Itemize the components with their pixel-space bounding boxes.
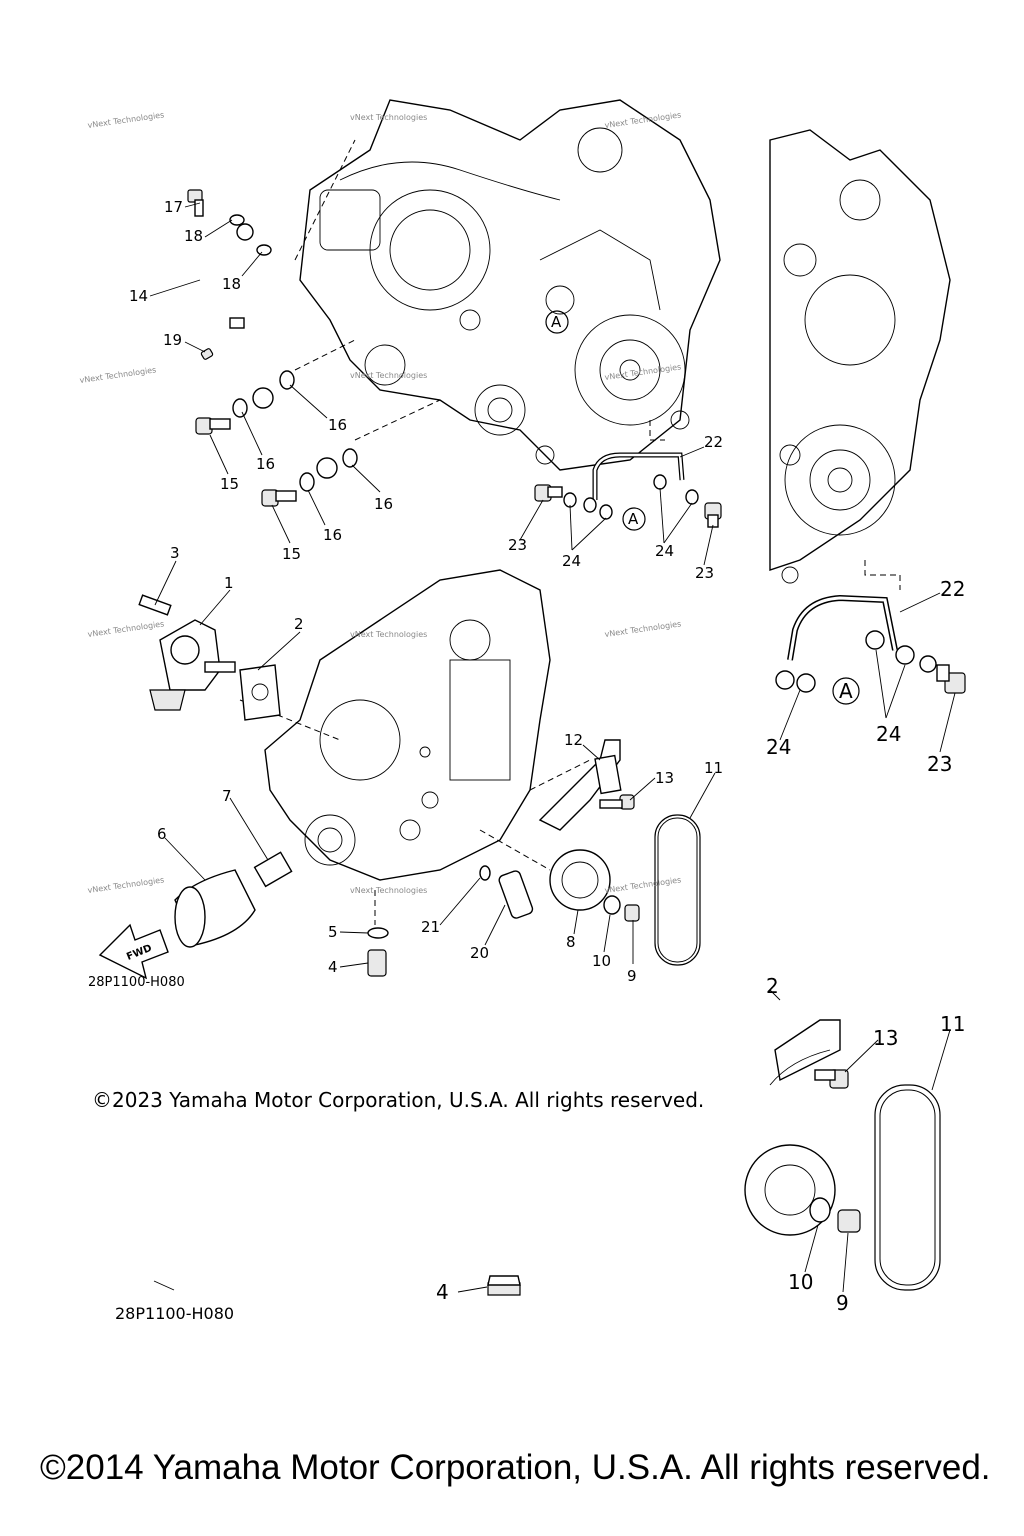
detail-callout-4: 4: [436, 1280, 449, 1304]
callout-9: 9: [627, 967, 637, 985]
detail-callout-numbers: 22 24 24 23 2 13 11 10 9 4: [436, 577, 965, 1315]
callout-23b: 23: [695, 564, 714, 582]
reference-markers: A A A: [545, 310, 860, 705]
svg-text:vNext Technologies: vNext Technologies: [350, 886, 427, 895]
callout-16c: 16: [323, 526, 342, 544]
callout-11: 11: [704, 759, 723, 777]
callout-24b: 24: [655, 542, 674, 560]
svg-text:vNext Technologies: vNext Technologies: [350, 371, 427, 380]
detail-callout-13: 13: [873, 1026, 898, 1050]
callout-10: 10: [592, 952, 611, 970]
callout-18b: 18: [222, 275, 241, 293]
callout-7: 7: [222, 787, 232, 805]
pipe-fasteners: [187, 189, 358, 507]
callout-14: 14: [129, 287, 148, 305]
callout-6: 6: [157, 825, 167, 843]
callout-2: 2: [294, 615, 304, 633]
callout-16b: 16: [328, 416, 347, 434]
detail-callout-10: 10: [788, 1270, 813, 1294]
svg-text:vNext Technologies: vNext Technologies: [87, 619, 165, 639]
detail-callout-24: 24: [876, 722, 901, 746]
callout-18a: 18: [184, 227, 203, 245]
callout-19: 19: [163, 331, 182, 349]
upper-crankcase: [294, 99, 721, 471]
svg-text:vNext Technologies: vNext Technologies: [604, 619, 682, 639]
callout-15b: 15: [282, 545, 301, 563]
callout-16a: 16: [256, 455, 275, 473]
detail-callout-24-partial: 24: [766, 735, 791, 759]
diagram-code-repeat: 28P1100-H080: [115, 1304, 235, 1323]
callout-13: 13: [655, 769, 674, 787]
callout-4: 4: [328, 958, 338, 976]
copyright-2014: ©2014 Yamaha Motor Corporation, U.S.A. A…: [40, 1448, 991, 1487]
oil-filter-group: [174, 851, 534, 977]
detail-callout-23: 23: [927, 752, 952, 776]
callout-8: 8: [566, 933, 576, 951]
ref-a-upper: A: [551, 313, 562, 331]
drain-bolt-repeat: [487, 1275, 521, 1296]
callout-numbers: 17 18 18 14 19 15 16 16 16 16 15 22 23 2…: [129, 198, 723, 985]
svg-text:vNext Technologies: vNext Technologies: [350, 630, 427, 639]
leader-lines: [149, 202, 956, 1293]
callout-1: 1: [224, 574, 234, 592]
svg-text:vNext Technologies: vNext Technologies: [604, 875, 682, 895]
callout-21: 21: [421, 918, 440, 936]
callout-17: 17: [164, 198, 183, 216]
svg-text:vNext Technologies: vNext Technologies: [87, 875, 165, 895]
oil-delivery-pipe: [198, 223, 338, 479]
copyright-2023: ©2023 Yamaha Motor Corporation, U.S.A. A…: [92, 1088, 705, 1112]
oil-pipe-22: [534, 452, 722, 528]
callout-12: 12: [564, 731, 583, 749]
callout-20: 20: [470, 944, 489, 962]
detail-callout-2: 2: [766, 974, 779, 998]
callout-23a: 23: [508, 536, 527, 554]
detail-right-upper: [769, 129, 966, 694]
detail-callout-9: 9: [836, 1291, 849, 1315]
drive-chain-group: [538, 739, 701, 966]
callout-16d: 16: [374, 495, 393, 513]
ref-a-detail: A: [839, 679, 853, 703]
detail-callout-22: 22: [940, 577, 965, 601]
callout-15a: 15: [220, 475, 239, 493]
callout-5: 5: [328, 923, 338, 941]
detail-right-lower: [744, 1019, 941, 1291]
diagram-code: 28P1100-H080: [88, 975, 185, 990]
svg-text:vNext Technologies: vNext Technologies: [350, 113, 427, 122]
svg-text:vNext Technologies: vNext Technologies: [87, 110, 165, 130]
lower-crankcase: [239, 569, 591, 925]
callout-24a: 24: [562, 552, 581, 570]
callout-3: 3: [170, 544, 180, 562]
fwd-arrow-icon: FWD: [98, 923, 169, 980]
oil-pump: [138, 594, 281, 721]
callout-22: 22: [704, 433, 723, 451]
ref-a-pipe: A: [628, 510, 639, 528]
detail-callout-11: 11: [940, 1012, 965, 1036]
svg-text:vNext Technologies: vNext Technologies: [79, 365, 157, 385]
